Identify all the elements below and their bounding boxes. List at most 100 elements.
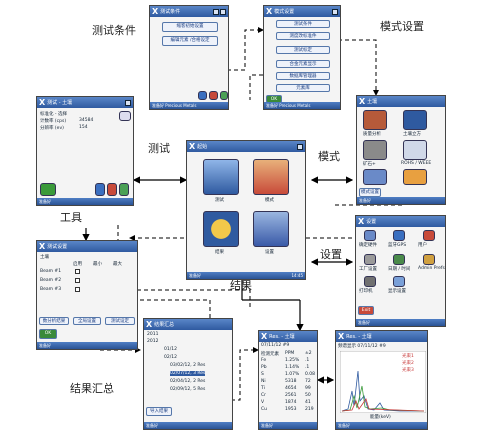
start-test-button[interactable] <box>40 183 56 196</box>
results-cell: Pb <box>261 365 267 370</box>
back-icon[interactable] <box>220 91 228 100</box>
close-icon[interactable]: X <box>146 320 153 329</box>
results-col-0: 检测元素 <box>261 352 279 357</box>
ms-button-4[interactable]: 数据库管理器 <box>276 72 330 80</box>
ms-button-5[interactable]: 元素库 <box>276 84 330 92</box>
status-bar: 准备好 <box>37 342 137 349</box>
mode-settings-button[interactable]: 模式设置 <box>359 188 381 197</box>
summary-row-1[interactable]: 02/12 <box>164 355 177 360</box>
summary-row-4[interactable]: 02/04/12, 2 Res <box>170 379 206 384</box>
mode-tile-0[interactable] <box>363 110 387 130</box>
year-0[interactable]: 2011 <box>147 332 159 337</box>
results-col-1: PPM <box>285 351 295 356</box>
setting-item-4[interactable]: 日期 / 时间 <box>388 267 411 272</box>
summary-row-3[interactable]: 02/07/12, 3 Res <box>170 371 206 376</box>
ok-button[interactable]: OK <box>39 329 57 339</box>
summary-row-0[interactable]: 01/12 <box>164 347 177 352</box>
test-line-2: 分辨率 (ev) <box>40 126 64 131</box>
results-cell: Ti <box>261 386 265 391</box>
results-cell: Cu <box>261 407 267 412</box>
label-test-conditions: 测试条件 <box>92 24 136 37</box>
close-icon[interactable]: X <box>358 217 365 226</box>
results-cell: 1.14% <box>285 365 300 370</box>
ms-button-1[interactable]: 测度改标准件 <box>276 32 330 40</box>
legend-1: 光束2 <box>402 361 414 366</box>
mode-tile-4[interactable] <box>363 169 387 185</box>
ts-row-2: Beam #3 <box>40 287 62 292</box>
battery-icon <box>213 8 219 15</box>
setting-item-3[interactable]: 工厂设置 <box>359 267 377 272</box>
results-cell: S <box>261 372 264 377</box>
settings-tile-label: 设置 <box>265 250 274 255</box>
mode-tile-label-0: 质量分析 <box>363 132 381 137</box>
results-cell: 0.08 <box>305 372 316 377</box>
spectrum-xlabel: 能量(keV) <box>370 415 391 420</box>
summary-row-5[interactable]: 02/09/12, 5 Res <box>170 387 206 392</box>
results-cell: 99 <box>305 386 311 391</box>
setting-item-7[interactable]: 显示设置 <box>388 289 406 294</box>
close-icon[interactable]: X <box>152 7 159 16</box>
close-icon[interactable]: X <box>338 332 345 341</box>
tools-icon[interactable] <box>95 183 105 196</box>
close-icon[interactable]: X <box>359 97 366 106</box>
ts-mode: 土壤 <box>40 255 49 260</box>
tc-button-1[interactable]: 编辑元素 /合格设定 <box>162 36 218 46</box>
settings-icon[interactable] <box>209 91 218 100</box>
settings-tile[interactable] <box>253 211 289 247</box>
tc-button-0[interactable]: 缩客初始设置 <box>162 22 218 32</box>
exit-button[interactable]: Exit <box>358 306 374 315</box>
status-bar: 准备好 <box>336 422 427 429</box>
results-cell: Fe <box>261 358 267 363</box>
mode-tile[interactable] <box>253 159 289 195</box>
setting-item-0[interactable]: 确定硬件 <box>359 243 377 248</box>
year-1[interactable]: 2012 <box>147 339 159 344</box>
ts-button-1[interactable]: 全局设置 <box>73 317 101 325</box>
status-bar: 准备好 <box>37 198 133 205</box>
ms-button-0[interactable]: 测试条件 <box>276 20 330 28</box>
summary-row-2[interactable]: 03/02/12, 2 Res <box>170 363 206 368</box>
mail-icon[interactable] <box>119 111 131 121</box>
beam3-checkbox[interactable] <box>75 287 80 292</box>
hardware-icon <box>364 230 376 241</box>
mode-tile-1[interactable] <box>403 110 427 130</box>
status-text: 准备好 <box>189 273 201 278</box>
close-icon[interactable]: X <box>39 98 46 107</box>
tools-icon[interactable] <box>198 91 207 100</box>
ts-button-0[interactable]: 数分析结果 <box>39 317 69 325</box>
ms-button-2[interactable]: 测试标定 <box>276 46 330 54</box>
screen-title: Res. - 土壤 <box>269 334 295 340</box>
results-cell: .1 <box>305 358 310 363</box>
ts-header-1: 最小 <box>93 262 102 267</box>
ts-header-2: 最大 <box>113 262 122 267</box>
mode-tile-2[interactable] <box>363 140 387 160</box>
settings-icon[interactable] <box>107 183 117 196</box>
import-results-button[interactable]: 导入结果 <box>146 407 172 416</box>
results-tile[interactable] <box>203 211 239 247</box>
close-icon[interactable]: X <box>266 7 273 16</box>
ts-button-2[interactable]: 测试设定 <box>105 317 135 325</box>
setting-item-5[interactable]: Admin Prefs <box>418 266 445 271</box>
beam1-checkbox[interactable] <box>75 269 80 274</box>
legend-2: 光束3 <box>402 368 414 373</box>
mode-tile-5[interactable] <box>403 169 427 185</box>
setting-item-6[interactable]: 打印机 <box>359 289 373 294</box>
mode-tile-3[interactable] <box>403 140 427 160</box>
beam2-checkbox[interactable] <box>75 278 80 283</box>
ms-button-3[interactable]: 合金元素显示 <box>276 60 330 68</box>
close-icon[interactable]: X <box>261 332 268 341</box>
spectrum-plot <box>340 351 426 413</box>
back-icon[interactable] <box>119 183 129 196</box>
results-cell: 1953 <box>285 407 297 412</box>
setting-item-1[interactable]: 蓝牙GPS <box>388 243 407 248</box>
setting-item-2[interactable]: 用户 <box>418 243 427 248</box>
status-time: 14:45 <box>291 273 303 278</box>
close-icon[interactable]: X <box>189 142 196 151</box>
close-icon[interactable]: X <box>39 242 46 251</box>
test-tile[interactable] <box>203 159 239 195</box>
screen-title: Res. - 土壤 <box>346 334 372 340</box>
title-bar: X 结果汇总 <box>144 319 232 330</box>
results-cell: .1 <box>305 365 310 370</box>
screen-title: 测试设置 <box>47 244 68 250</box>
mode-tile-label-2: 矿石+ <box>363 162 376 167</box>
label-results: 结果 <box>230 279 252 292</box>
